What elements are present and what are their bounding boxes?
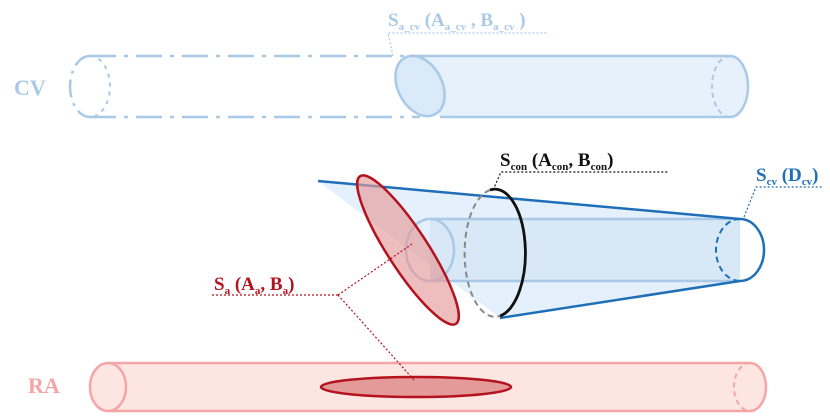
ra-right-cap (749, 361, 768, 413)
label-s-a-cv: Sa_cv (Aa_cv , Ba_cv ) (388, 10, 526, 33)
ra-left-cap (88, 361, 128, 413)
scon-front-arc (489, 187, 527, 318)
inner-cylinder-body (430, 219, 740, 281)
label-cv: CV (14, 75, 46, 100)
sa-ellipse (355, 174, 461, 326)
label-ra: RA (28, 373, 60, 398)
leader-lines (212, 32, 823, 381)
label-s-cv: Scv (Dcv) (756, 165, 819, 188)
cone-top-edge (317, 179, 741, 221)
cv-virtual-left-cap (68, 54, 91, 119)
ra-opening-ellipse (319, 375, 513, 399)
leader-scv (743, 186, 823, 218)
cv-right-cap (729, 54, 750, 119)
leader-sa-cv (387, 32, 548, 57)
ra-right-cap-back (733, 362, 751, 412)
label-s-con: Scon (Acon, Bcon) (500, 150, 613, 173)
cv-right-cap-back (711, 55, 731, 118)
scv-cap-front (739, 217, 766, 283)
label-s-a: Sa (Aa, Ba) (214, 274, 294, 297)
leader-scon (492, 171, 668, 191)
scv-cap-back (715, 218, 741, 282)
cone-anastomosis (317, 174, 766, 326)
cv-cut-ellipse (394, 54, 446, 118)
cv-virtual-left-cap-back (89, 55, 111, 118)
cv-tube-top (68, 54, 750, 119)
cv-solid-body (410, 56, 748, 117)
scon-back-arc (463, 189, 501, 318)
ra-tube (88, 361, 768, 413)
leader-sa-upper (337, 243, 413, 296)
cone-bottom-edge (499, 279, 741, 320)
leader-sa-lower (337, 294, 415, 381)
